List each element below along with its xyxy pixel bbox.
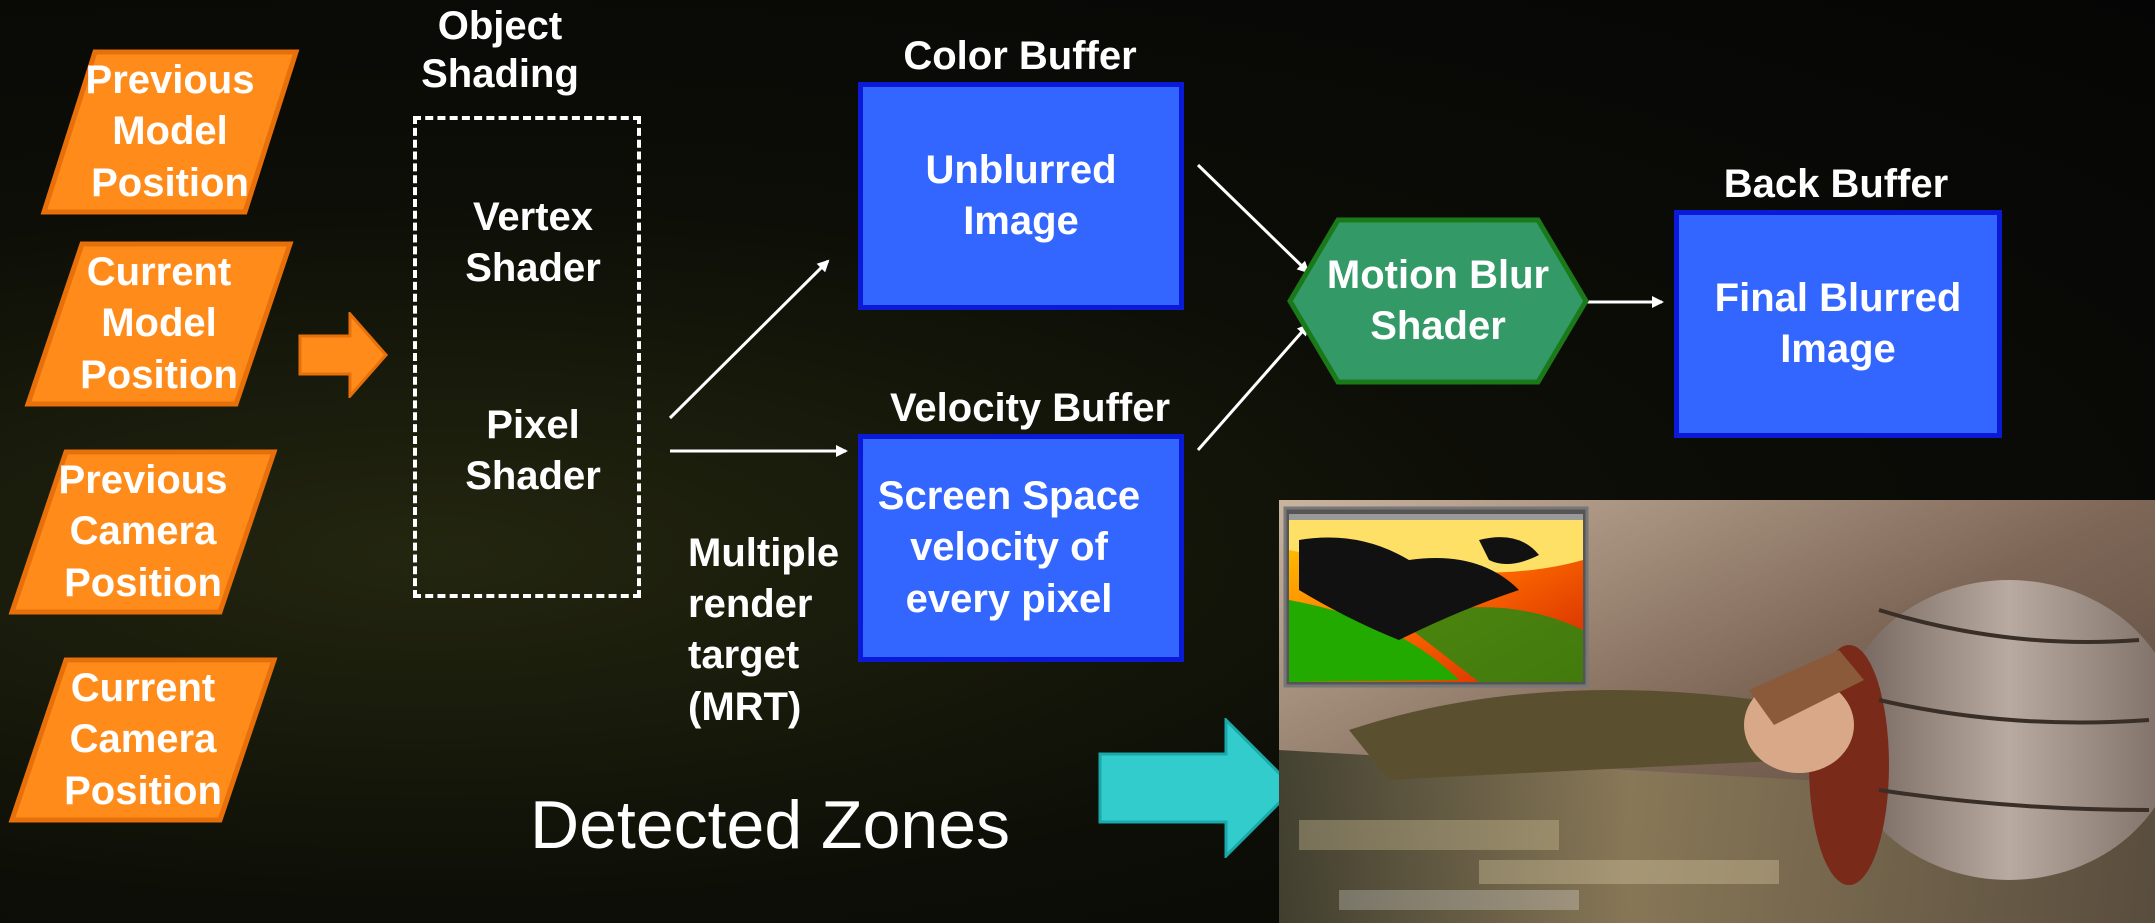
label-line: Shader	[465, 246, 601, 291]
parallelogram-shape	[8, 449, 278, 615]
back-buffer-heading: Back Buffer	[1723, 162, 1949, 206]
box-line: Screen Space	[877, 474, 1141, 519]
arrow-velocity-to-blur	[1196, 323, 1310, 451]
input-line: Camera	[69, 509, 217, 554]
input-line: Position	[91, 160, 249, 205]
input-current-camera-position: Current Camera Position	[8, 656, 278, 823]
teal-right-arrow-icon	[1098, 718, 1297, 858]
input-label: Current Camera Position	[8, 656, 278, 824]
input-previous-camera-position: Previous Camera Position	[8, 448, 278, 615]
label-line: Shader	[1370, 304, 1506, 348]
box-line: Image	[963, 199, 1079, 243]
input-line: Previous	[58, 458, 228, 503]
pixel-shader-label: Pixel Shader	[440, 400, 626, 502]
label-line: target	[688, 633, 800, 678]
input-line: Model	[112, 109, 228, 154]
input-label: Previous Camera Position	[8, 448, 278, 616]
parallelogram-shape	[8, 657, 278, 823]
box-line: every pixel	[905, 576, 1113, 621]
input-line: Current	[70, 666, 216, 711]
input-label: Current Model Position	[24, 240, 294, 408]
box-line: Unblurred	[925, 147, 1117, 192]
motion-blur-screenshot	[1279, 500, 2155, 923]
object-shading-heading: Object Shading	[400, 2, 600, 98]
back-buffer-box: Final Blurred Image	[1674, 210, 2002, 438]
box-line: Image	[1780, 327, 1896, 371]
label-line: Motion Blur	[1326, 252, 1550, 297]
label-line: render	[688, 582, 813, 627]
input-line: Previous	[85, 58, 255, 103]
parallelogram-shape	[24, 241, 294, 407]
heading-line: Shading	[421, 52, 579, 96]
velocity-buffer-box: Screen Space velocity of every pixel	[858, 434, 1184, 662]
label-line: Pixel	[486, 403, 580, 447]
input-line: Position	[80, 352, 238, 397]
label-line: (MRT)	[688, 684, 802, 729]
input-line: Model	[101, 301, 217, 346]
arrow-pixel-to-color	[668, 259, 830, 420]
color-buffer-heading: Color Buffer	[903, 34, 1137, 78]
mrt-label: Multiple render target (MRT)	[688, 528, 839, 733]
label-line: Vertex	[472, 195, 594, 239]
orange-right-arrow-icon	[298, 312, 388, 398]
object-shading-box	[413, 116, 641, 598]
arrow-color-to-blur	[1196, 163, 1310, 274]
color-buffer-box: Unblurred Image	[858, 82, 1184, 310]
detected-zones-label: Detected Zones	[530, 787, 1011, 863]
input-label: Previous Model Position	[40, 48, 300, 216]
box-line: Final Blurred	[1714, 275, 1962, 320]
motion-blur-shader-hexagon	[1287, 217, 1589, 385]
parallelogram-shape	[40, 49, 300, 215]
label-line: Shader	[465, 454, 601, 499]
input-current-model-position: Current Model Position	[24, 240, 294, 407]
input-line: Position	[64, 560, 222, 605]
input-line: Current	[86, 250, 232, 295]
velocity-buffer-heading: Velocity Buffer	[889, 386, 1171, 430]
input-line: Position	[64, 768, 222, 813]
label-line: Multiple	[688, 531, 840, 575]
motion-blur-shader-label: Motion Blur Shader	[1286, 216, 1590, 386]
heading-line: Object	[437, 4, 563, 48]
input-line: Camera	[69, 717, 217, 762]
input-previous-model-position: Previous Model Position	[40, 48, 300, 215]
vertex-shader-label: Vertex Shader	[440, 192, 626, 294]
screenshot-illustration	[1279, 500, 2155, 923]
box-line: velocity of	[910, 525, 1108, 570]
